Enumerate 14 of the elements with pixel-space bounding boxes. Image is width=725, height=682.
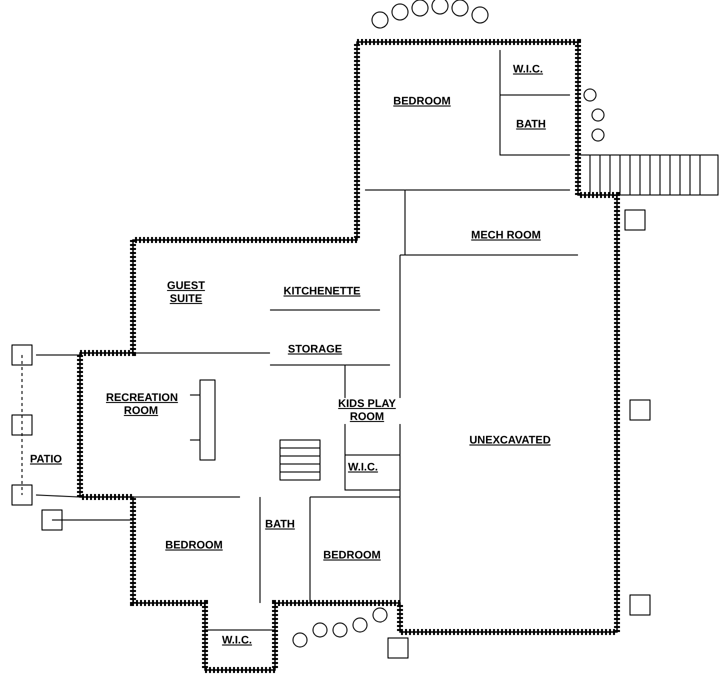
room-label: BATH: [264, 518, 296, 532]
room-label: BEDROOM: [322, 550, 382, 562]
closet-label: W.I.C.: [221, 634, 253, 648]
room-label: MECH ROOM: [470, 230, 542, 242]
room-label: RECREATION ROOM: [105, 392, 177, 418]
room-label: BEDROOM: [392, 96, 452, 108]
area-label: PATIO: [29, 454, 63, 466]
closet-label: W.I.C.: [512, 64, 544, 76]
closet-label: W.I.C.: [347, 462, 379, 474]
room-label: STORAGE: [286, 344, 344, 356]
area-label: UNEXCAVATED: [468, 434, 552, 448]
room-label: BEDROOM: [164, 540, 224, 552]
room-label: BATH: [515, 118, 547, 132]
room-label: KITCHENETTE: [282, 286, 362, 298]
